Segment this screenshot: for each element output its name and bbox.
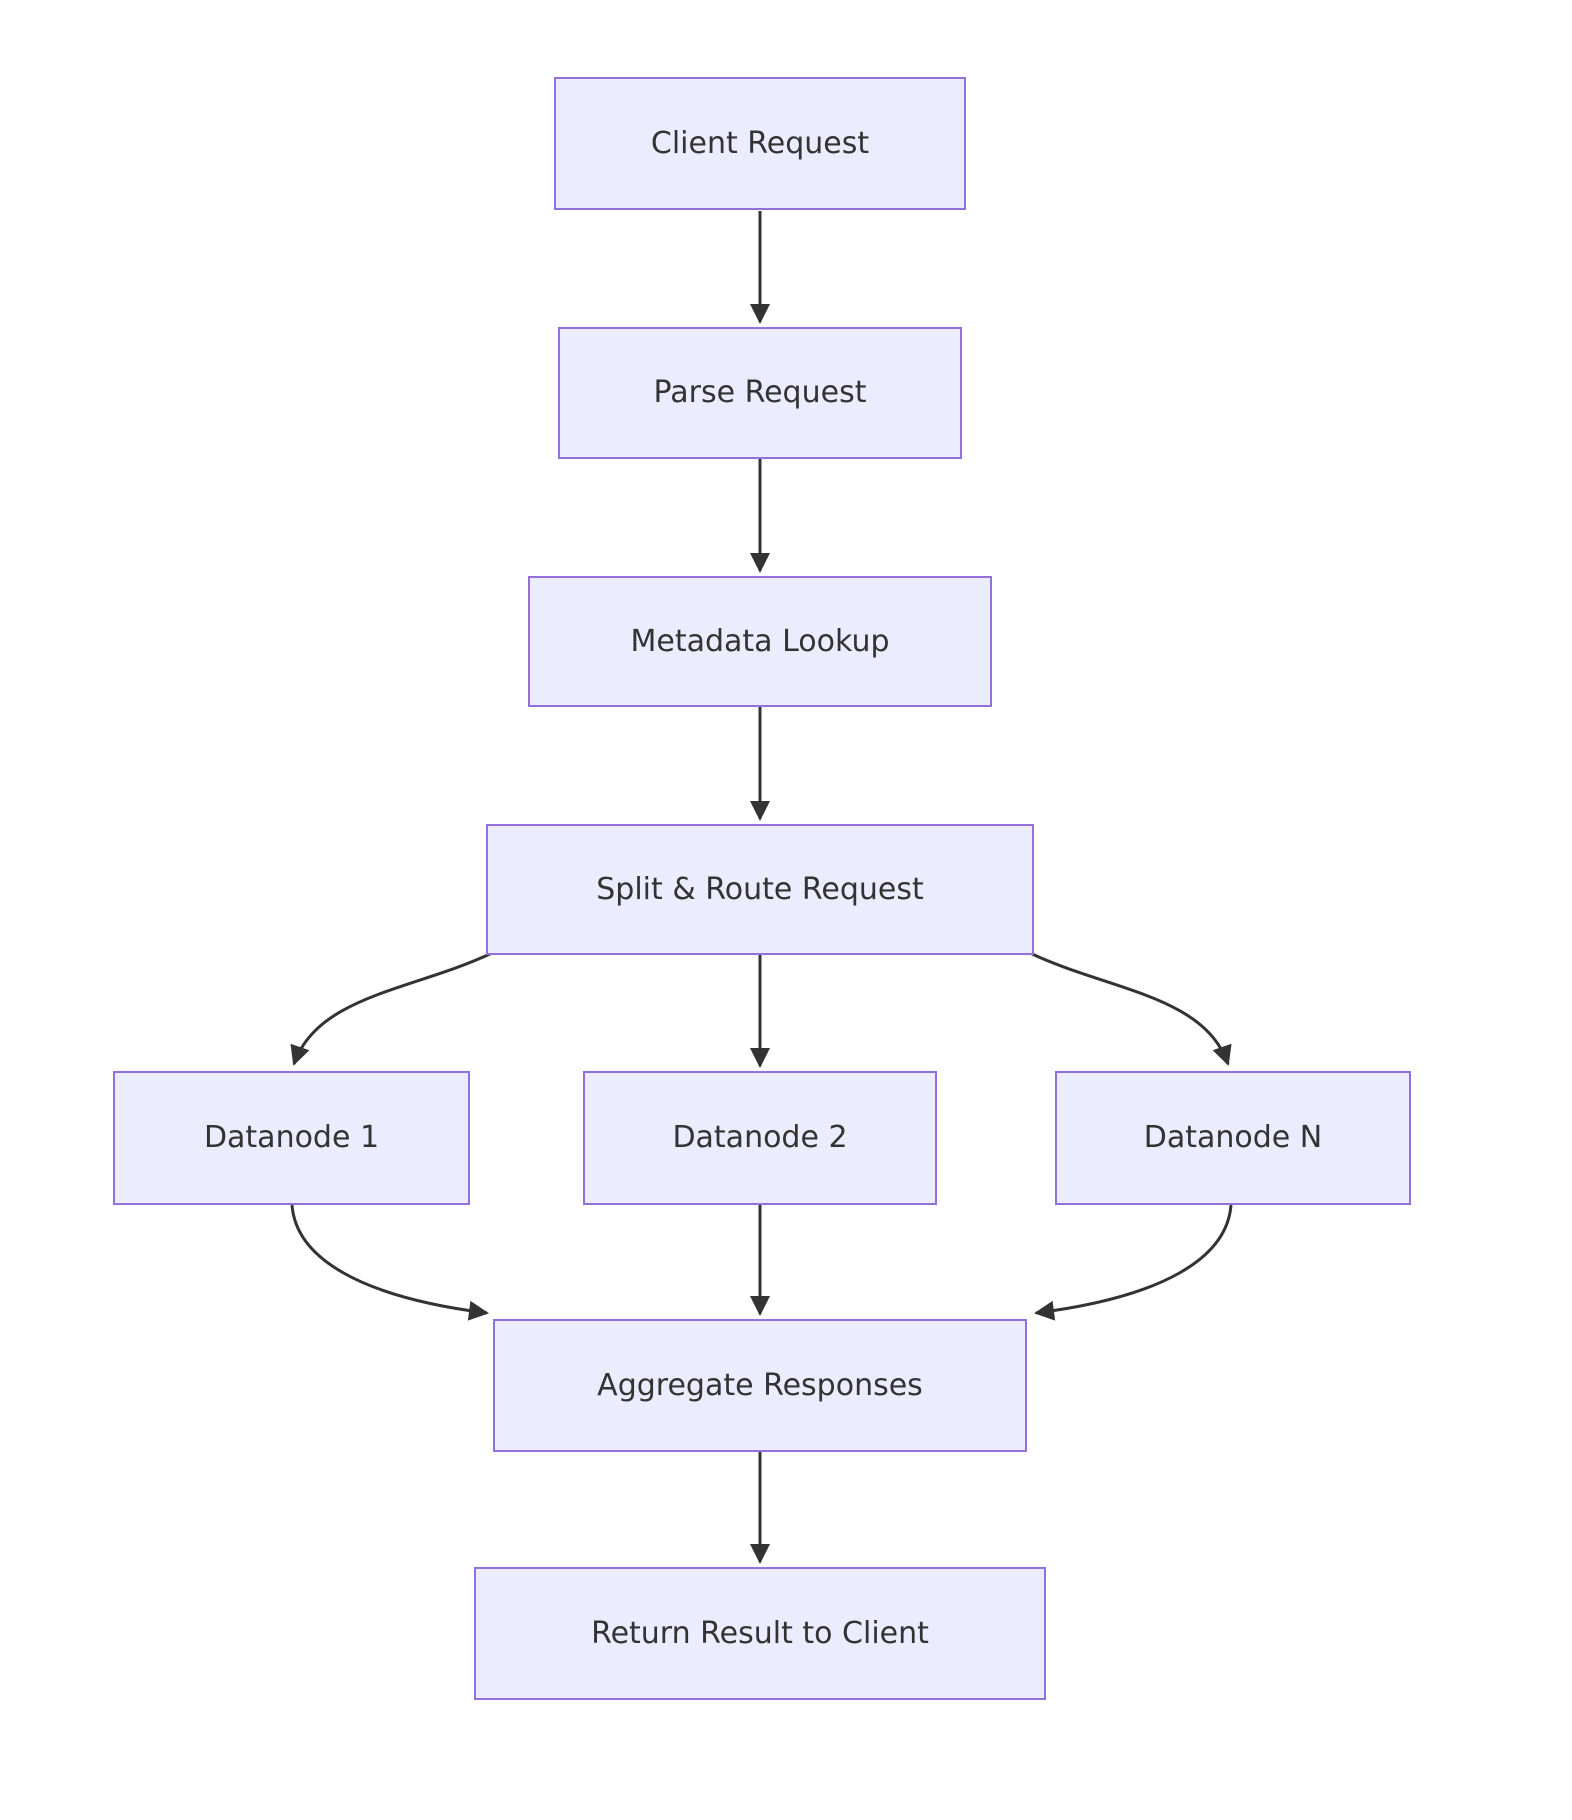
node-datanode-n: Datanode N [1055,1071,1411,1205]
node-datanode-n-label: Datanode N [1143,1120,1323,1156]
node-metadata-lookup-label: Metadata Lookup [630,623,890,659]
node-split-route-request-label: Split & Route Request [596,871,924,907]
node-split-route-request: Split & Route Request [486,824,1034,955]
node-datanode-1-label: Datanode 1 [203,1120,380,1156]
node-datanode-2-label: Datanode 2 [672,1120,848,1156]
node-return-result-to-client-label: Return Result to Client [591,1615,929,1651]
node-aggregate-responses-label: Aggregate Responses [597,1367,923,1403]
node-datanode-1: Datanode 1 [113,1071,470,1205]
node-datanode-2: Datanode 2 [583,1071,937,1205]
node-parse-request-label: Parse Request [653,375,867,411]
node-client-request: Client Request [554,77,966,210]
node-return-result-to-client: Return Result to Client [474,1567,1046,1700]
edge-datanodeN-to-aggregate [1034,1204,1233,1321]
edge-split-to-datanode1 [290,951,493,1066]
edge-split-to-datanodeN [1029,951,1232,1066]
edge-datanode1-to-aggregate [290,1204,489,1321]
node-aggregate-responses: Aggregate Responses [493,1319,1027,1452]
node-parse-request: Parse Request [558,327,962,459]
node-client-request-label: Client Request [650,125,870,161]
node-metadata-lookup: Metadata Lookup [528,576,992,707]
